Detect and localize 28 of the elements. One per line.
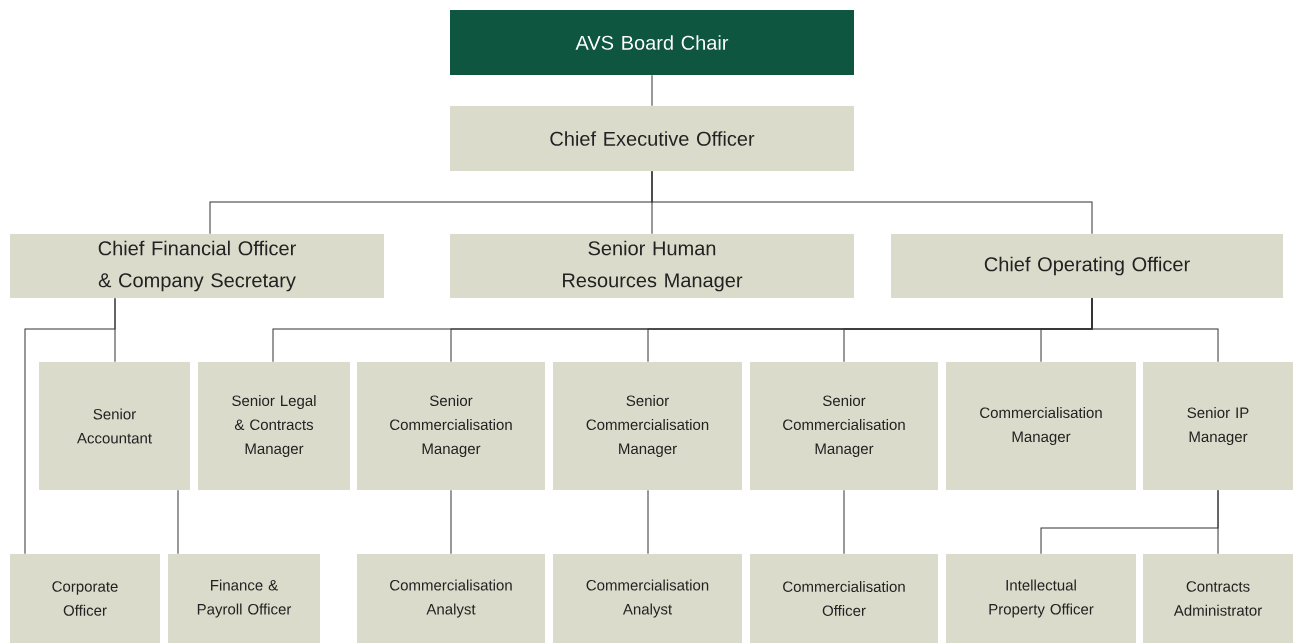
position-box: Corporate Officer bbox=[10, 554, 160, 643]
position-box: Commercialisation Officer bbox=[750, 554, 938, 643]
position-box: Chief Operating Officer bbox=[891, 234, 1283, 298]
connector-line bbox=[450, 489, 452, 555]
position-box: Senior IP Manager bbox=[1143, 362, 1293, 490]
connector-line bbox=[1217, 489, 1219, 555]
position-box: Chief Executive Officer bbox=[450, 106, 854, 171]
connector-line bbox=[24, 297, 116, 555]
connector-line bbox=[177, 489, 179, 555]
connector-line bbox=[651, 74, 653, 107]
connector-line bbox=[651, 170, 1093, 235]
position-box: Senior Commercialisation Manager bbox=[553, 362, 742, 490]
position-box: Senior Human Resources Manager bbox=[450, 234, 854, 298]
connector-line bbox=[1091, 297, 1219, 363]
position-box: AVS Board Chair bbox=[450, 10, 854, 75]
position-box: Senior Commercialisation Manager bbox=[750, 362, 938, 490]
connector-line bbox=[647, 489, 649, 555]
position-box: Senior Legal & Contracts Manager bbox=[198, 362, 350, 490]
position-box: Chief Financial Officer & Company Secretary bbox=[10, 234, 384, 298]
position-box: Commercialisation Analyst bbox=[357, 554, 545, 643]
connector-line bbox=[843, 489, 845, 555]
position-box: Commercialisation Manager bbox=[946, 362, 1136, 490]
position-box: Senior Commercialisation Manager bbox=[357, 362, 545, 490]
position-box: Finance & Payroll Officer bbox=[168, 554, 320, 643]
position-box: Senior Accountant bbox=[39, 362, 190, 490]
position-box: Intellectual Property Officer bbox=[946, 554, 1136, 643]
position-box: Commercialisation Analyst bbox=[553, 554, 742, 643]
position-box: Contracts Administrator bbox=[1143, 554, 1293, 643]
